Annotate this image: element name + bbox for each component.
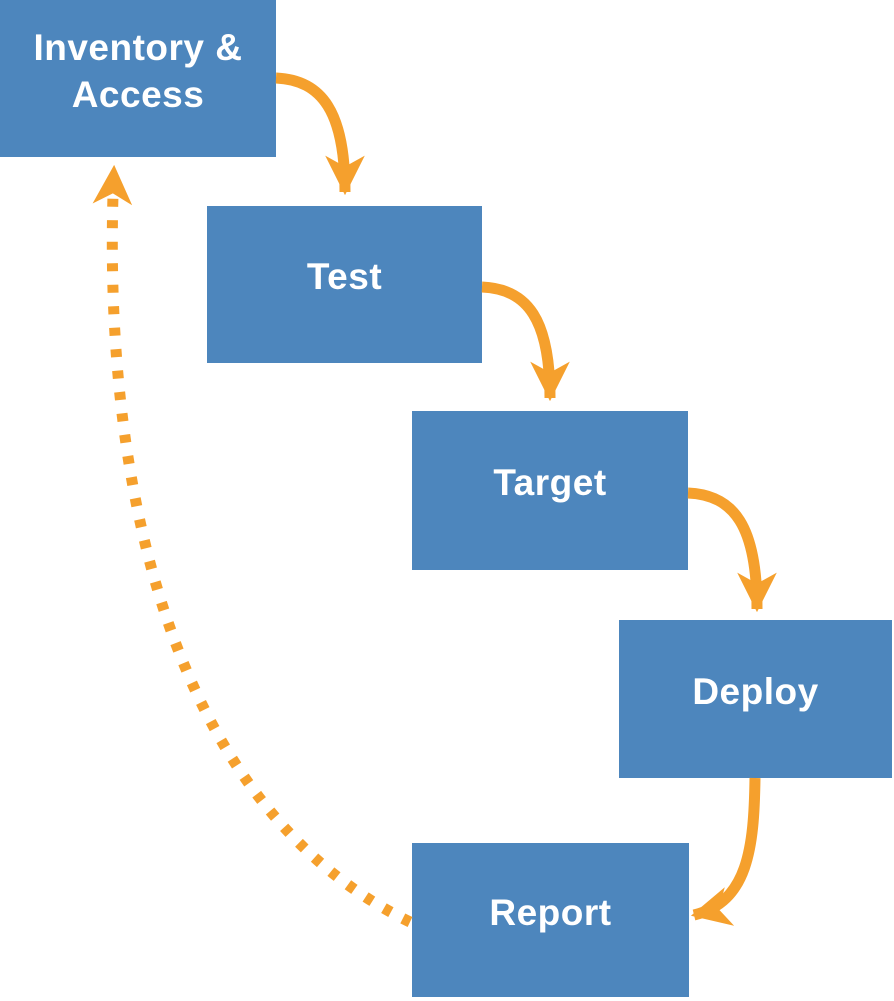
- node-test-label: Test: [306, 256, 383, 298]
- arrow-inventory-to-test: [275, 72, 365, 196]
- arrow-target-to-deploy: [687, 487, 777, 613]
- node-deploy-label: Deploy: [692, 670, 819, 712]
- node-target-label: Target: [493, 462, 607, 504]
- node-report-label: Report: [489, 891, 612, 933]
- node-inventory-access: Inventory & Access: [0, 0, 276, 157]
- node-test: Test: [207, 206, 482, 363]
- node-inventory-access-label: Inventory & Access: [33, 27, 243, 115]
- node-report: Report: [412, 843, 689, 997]
- node-deploy: Deploy: [619, 620, 892, 778]
- arrow-deploy-to-report: [690, 777, 761, 926]
- arrow-test-to-target: [481, 281, 570, 402]
- node-target: Target: [412, 411, 688, 570]
